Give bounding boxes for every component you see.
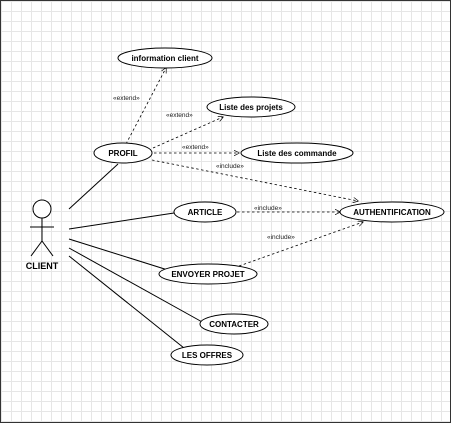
use-case-liste-des-commande[interactable]: Liste des commande: [240, 142, 354, 164]
include-envoyer-auth: [238, 222, 363, 267]
include-profil-auth: [151, 159, 358, 201]
use-case-label: Liste des projets: [219, 103, 283, 112]
use-case-label: CONTACTER: [209, 320, 259, 329]
use-case-label: LES OFFRES: [182, 351, 233, 360]
use-case-contacter[interactable]: CONTACTER: [199, 313, 269, 335]
actor-name: CLIENT: [26, 261, 59, 271]
stereotype-label: «extend»: [182, 144, 209, 151]
use-case-les-offres[interactable]: LES OFFRES: [170, 344, 244, 366]
use-case-profil[interactable]: PROFIL: [93, 142, 153, 164]
use-case-authentification[interactable]: AUTHENTIFICATION: [339, 201, 445, 223]
association-les-offres: [68, 255, 185, 349]
use-case-label: Liste des commande: [257, 149, 337, 158]
association-contacter: [68, 247, 205, 324]
use-case-label: information client: [131, 54, 198, 63]
association-article: [68, 212, 175, 230]
actor-client: [30, 199, 54, 257]
stereotype-label: «extend»: [113, 95, 140, 102]
use-case-label: ENVOYER PROJET: [171, 270, 244, 279]
stereotype-label: «include»: [267, 234, 295, 241]
extend-info-client: [125, 68, 166, 145]
use-case-article[interactable]: ARTICLE: [173, 201, 237, 223]
stereotype-label: «extend»: [166, 112, 193, 119]
use-case-label: ARTICLE: [188, 208, 223, 217]
use-case-envoyer-projet[interactable]: ENVOYER PROJET: [158, 263, 258, 285]
association-envoyer-projet: [68, 238, 172, 272]
stereotype-label: «include»: [254, 205, 282, 212]
use-case-label: PROFIL: [108, 149, 137, 158]
stereotype-label: «include»: [216, 163, 244, 170]
use-case-label: AUTHENTIFICATION: [353, 208, 431, 217]
association-profil: [68, 163, 119, 210]
use-case-information-client[interactable]: information client: [117, 47, 213, 69]
use-case-liste-des-projets[interactable]: Liste des projets: [206, 96, 296, 118]
